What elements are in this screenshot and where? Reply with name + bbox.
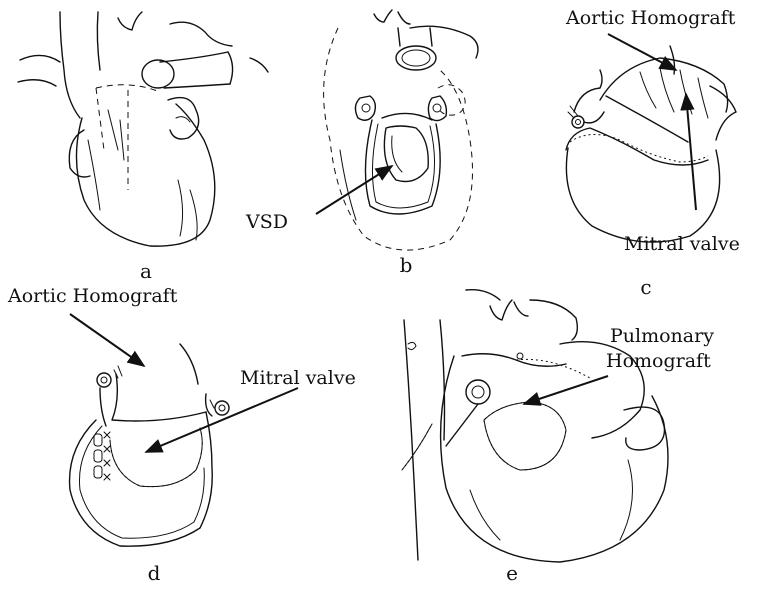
panel-a-heart-drawing [18, 12, 268, 246]
panel-d-letter: d [148, 561, 161, 585]
panel-b-heart-drawing [324, 10, 478, 250]
panel-c-aortic-homograft-arrow [608, 34, 676, 70]
panel-a: a [18, 12, 268, 283]
panel-e-pulmonary-homograft-arrow [524, 376, 608, 404]
panel-e: Pulmonary Homograft e [402, 290, 714, 585]
panel-b: VSD b [245, 10, 478, 277]
panel-b-letter: b [400, 253, 413, 277]
panel-b-vsd-label: VSD [245, 211, 288, 233]
panel-e-pulmonary-label-line2: Homograft [606, 350, 711, 372]
panel-a-letter: a [140, 259, 152, 283]
panel-e-pulmonary-label-line1: Pulmonary [610, 325, 714, 347]
panel-c-aortic-homograft-label: Aortic Homograft [565, 7, 736, 29]
panel-b-vsd-arrow [316, 166, 392, 214]
panel-d-aortic-homograft-arrow [70, 314, 144, 366]
panel-d-aortic-homograft-label: Aortic Homograft [7, 285, 178, 307]
panel-c-heart-drawing [566, 46, 736, 242]
panel-c-mitral-valve-label: Mitral valve [624, 233, 740, 255]
panel-d-mitral-valve-label: Mitral valve [240, 367, 356, 389]
panel-d: Aortic Homograft [7, 285, 356, 585]
panel-d-heart-drawing [70, 344, 229, 546]
panel-c: Aortic Homograft Mitral valve c [565, 7, 740, 299]
panel-d-mitral-valve-arrow [146, 388, 298, 452]
panel-e-letter: e [506, 561, 518, 585]
panel-c-letter: c [640, 275, 651, 299]
